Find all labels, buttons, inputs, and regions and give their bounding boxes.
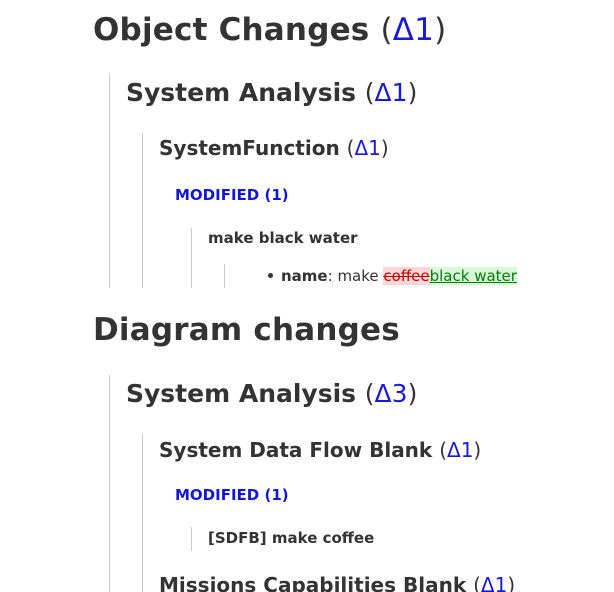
modified-status-label: MODIFIED (1) (175, 186, 289, 204)
category-heading-system-data-flow-blank: System Data Flow Blank (Δ1) (159, 438, 482, 462)
delta-count: Δ1 (447, 438, 474, 462)
category-heading-missions-capabilities-blank: Missions Capabilities Blank (Δ1) (159, 573, 515, 592)
modified-status-label: MODIFIED (1) (175, 486, 289, 504)
bullet-icon (268, 273, 273, 278)
category-title: SystemFunction (159, 136, 340, 160)
property-change-row: name: make coffeeblack water (268, 267, 517, 285)
indent-guide (142, 434, 143, 592)
delta-count: Δ1 (354, 136, 381, 160)
unchanged-text: make (337, 267, 384, 285)
changed-item-title: make black water (208, 229, 358, 247)
group-heading-system-analysis: System Analysis (Δ1) (126, 78, 418, 107)
group-title: System Analysis (126, 78, 357, 107)
delta-count: Δ3 (374, 379, 408, 408)
section-title: Object Changes (93, 12, 370, 48)
added-text: black water (429, 267, 517, 285)
category-title: Missions Capabilities Blank (159, 573, 467, 592)
group-heading-system-analysis: System Analysis (Δ3) (126, 379, 418, 408)
indent-guide (224, 264, 225, 288)
delta-count: Δ1 (480, 573, 508, 592)
property-name: name (281, 267, 328, 285)
indent-guide (142, 133, 143, 288)
changed-item-title: [SDFB] make coffee (208, 529, 375, 547)
indent-guide (109, 74, 110, 288)
category-heading-systemfunction: SystemFunction (Δ1) (159, 136, 389, 160)
category-title: System Data Flow Blank (159, 438, 433, 462)
section-heading-object-changes: Object Changes (Δ1) (93, 12, 447, 48)
group-title: System Analysis (126, 379, 357, 408)
property-separator: : (327, 267, 338, 285)
removed-text: coffee (383, 267, 430, 285)
indent-guide (109, 375, 110, 592)
indent-guide (191, 527, 192, 551)
delta-count: Δ1 (374, 78, 408, 107)
section-title: Diagram changes (93, 312, 400, 348)
delta-count: Δ1 (392, 12, 435, 48)
indent-guide (191, 228, 192, 288)
section-heading-diagram-changes: Diagram changes (93, 312, 400, 348)
